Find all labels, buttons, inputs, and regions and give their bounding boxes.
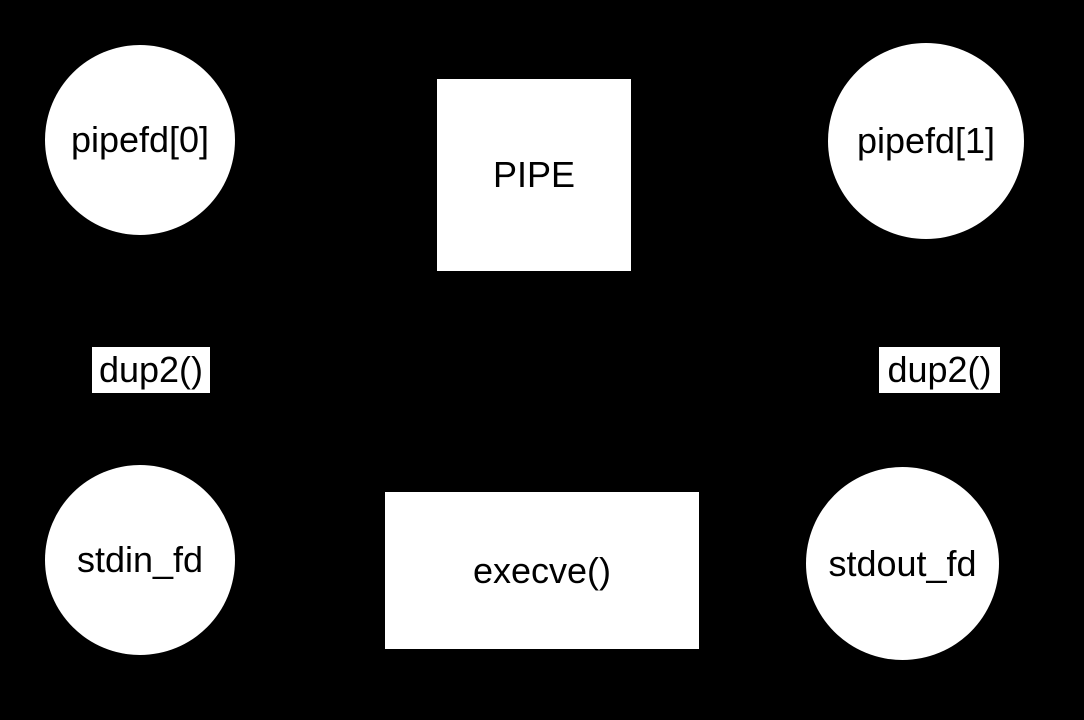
node-pipefd-0[interactable]: pipefd[0] bbox=[45, 45, 235, 235]
node-stdout-fd[interactable]: stdout_fd bbox=[806, 467, 999, 660]
node-pipefd-0-label: pipefd[0] bbox=[70, 119, 210, 160]
edge-label-dup2-left-text: dup2() bbox=[98, 349, 204, 390]
edge-label-dup2-right-text: dup2() bbox=[887, 349, 992, 390]
edge-label-dup2-right[interactable]: dup2() bbox=[879, 347, 1000, 393]
node-stdout-fd-label: stdout_fd bbox=[828, 542, 977, 584]
node-pipe[interactable]: PIPE bbox=[437, 79, 631, 271]
node-execve-label: execve() bbox=[472, 549, 612, 591]
node-pipe-label: PIPE bbox=[492, 154, 576, 195]
node-execve[interactable]: execve() bbox=[385, 492, 699, 649]
node-pipefd-1[interactable]: pipefd[1] bbox=[828, 43, 1024, 239]
node-stdin-fd-label: stdin_fd bbox=[76, 539, 204, 580]
edge-label-dup2-left[interactable]: dup2() bbox=[92, 347, 210, 393]
node-stdin-fd[interactable]: stdin_fd bbox=[45, 465, 235, 655]
node-pipefd-1-label: pipefd[1] bbox=[856, 120, 996, 161]
